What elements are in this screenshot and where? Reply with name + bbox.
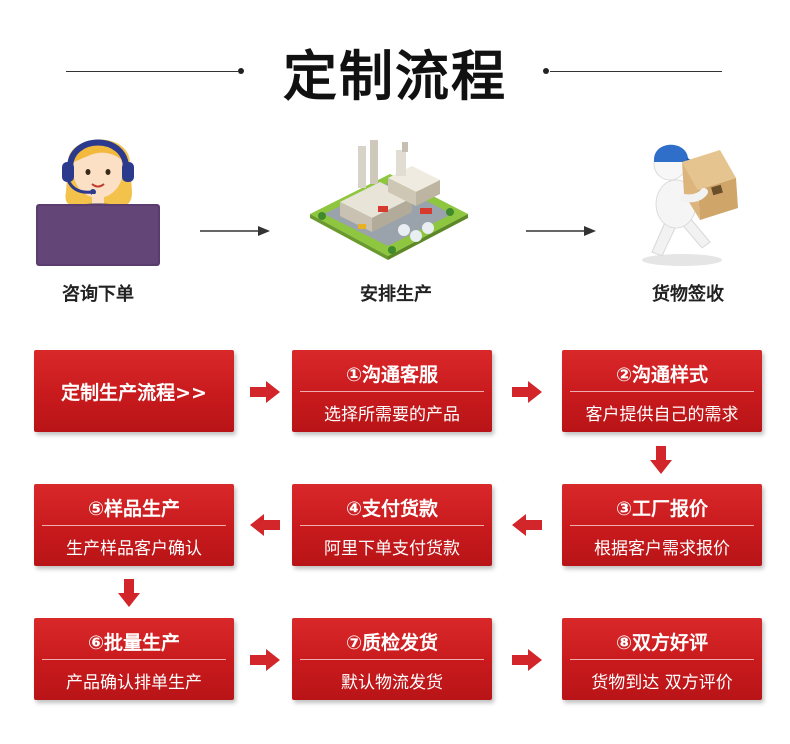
red-arrow-left-icon (512, 514, 542, 536)
red-arrow-right-icon (250, 381, 280, 403)
step-box-4: ④支付货款 阿里下单支付货款 (292, 484, 492, 566)
step-divider (570, 525, 754, 526)
red-arrow-left-icon (250, 514, 280, 536)
title-dot-left (238, 68, 244, 74)
step-desc: 根据客户需求报价 (594, 539, 730, 559)
step-desc: 生产样品客户确认 (66, 539, 202, 559)
title-row: 定制流程 (0, 28, 790, 118)
step-caption-receipt: 货物签收 (652, 284, 724, 305)
step-title: ③工厂报价 (615, 498, 709, 520)
step-box-8: ⑧双方好评 货物到达 双方评价 (562, 618, 762, 700)
page-title: 定制流程 (283, 45, 507, 108)
step-divider (570, 391, 754, 392)
step-divider (300, 659, 484, 660)
title-dot-right (543, 68, 549, 74)
step-box-7: ⑦质检发货 默认物流发货 (292, 618, 492, 700)
flow-header-box: 定制生产流程>> (34, 350, 234, 432)
arrow-right-icon (526, 226, 596, 236)
red-arrow-down-icon (650, 446, 672, 474)
red-arrow-right-icon (512, 381, 542, 403)
step-divider (570, 659, 754, 660)
step-box-6: ⑥批量生产 产品确认排单生产 (34, 618, 234, 700)
step-title: ④支付货款 (345, 498, 439, 520)
step-divider (42, 525, 226, 526)
step-box-1: ①沟通客服 选择所需要的产品 (292, 350, 492, 432)
step-caption-production: 安排生产 (360, 284, 432, 305)
step-title: ⑦质检发货 (345, 632, 439, 654)
step-caption-consult: 咨询下单 (62, 284, 134, 305)
step-title: ⑧双方好评 (615, 632, 709, 654)
step-divider (42, 659, 226, 660)
step-desc: 客户提供自己的需求 (585, 405, 739, 425)
step-title: ①沟通客服 (345, 364, 439, 386)
title-divider-left (66, 71, 238, 72)
step-desc: 产品确认排单生产 (66, 673, 202, 693)
step-desc: 货物到达 双方评价 (591, 673, 733, 693)
step-divider (300, 525, 484, 526)
step-title: ⑤样品生产 (87, 498, 181, 520)
red-arrow-right-icon (512, 649, 542, 671)
factory-icon (310, 140, 468, 260)
arrow-right-icon (200, 226, 270, 236)
step-desc: 选择所需要的产品 (324, 405, 460, 425)
customer-service-agent-icon (36, 139, 160, 266)
step-title: ⑥批量生产 (87, 632, 181, 654)
step-box-5: ⑤样品生产 生产样品客户确认 (34, 484, 234, 566)
step-divider (300, 391, 484, 392)
step-title: ②沟通样式 (615, 364, 709, 386)
delivery-person-icon (642, 144, 738, 266)
step-desc: 阿里下单支付货款 (324, 539, 460, 559)
step-desc: 默认物流发货 (341, 673, 443, 693)
title-divider-right (550, 71, 722, 72)
step-box-3: ③工厂报价 根据客户需求报价 (562, 484, 762, 566)
red-arrow-right-icon (250, 649, 280, 671)
step-box-2: ②沟通样式 客户提供自己的需求 (562, 350, 762, 432)
flow-header-label: 定制生产流程>> (61, 382, 207, 404)
red-arrow-down-icon (118, 579, 140, 607)
